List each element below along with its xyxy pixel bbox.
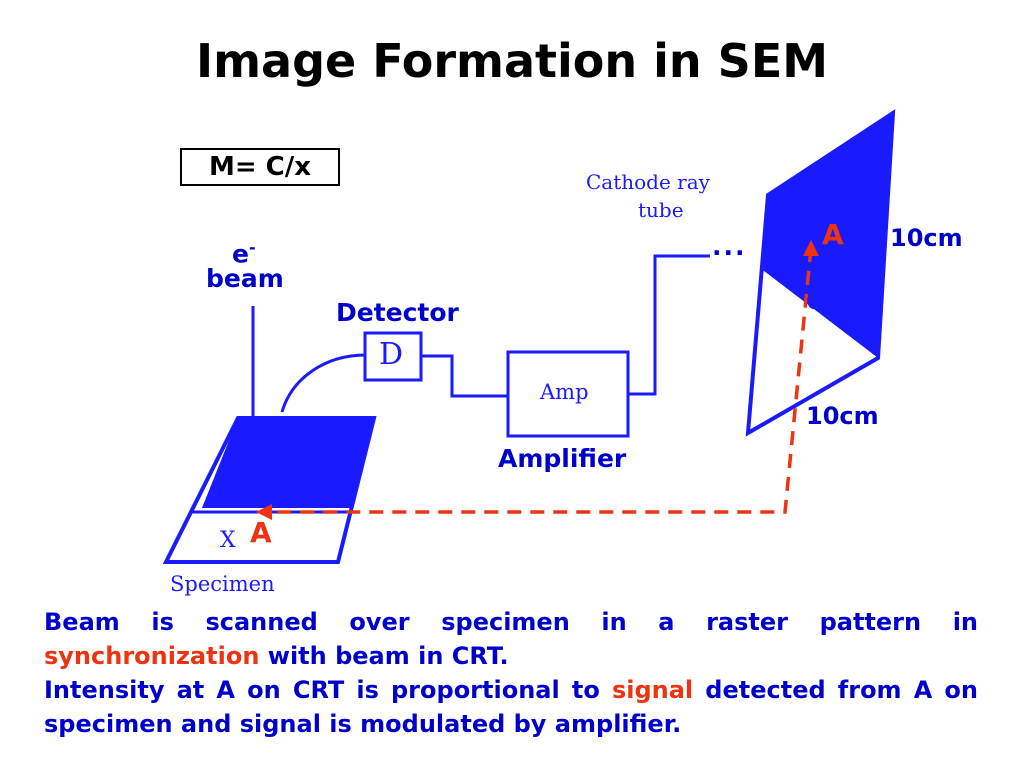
p2-highlight: signal — [611, 676, 694, 704]
beam-label: beam — [206, 264, 284, 293]
crt-point-arrow-icon — [803, 240, 819, 256]
detector-label: Detector — [336, 298, 459, 327]
specimen-plate — [162, 416, 377, 564]
electron-symbol: e — [232, 239, 249, 269]
magnification-formula: M= C/x — [208, 152, 312, 182]
p2-text-a: Intensity at A on CRT is proportional to — [44, 676, 600, 704]
crt-point-label: A — [822, 218, 844, 251]
explanation-paragraph-1: Beam is scanned over specimen in a raste… — [44, 605, 978, 673]
explanation-paragraph-2: Intensity at A on CRT is proportional to… — [44, 673, 978, 741]
crt-width-label: 10cm — [890, 224, 963, 252]
wire-continuation-dots: ... — [712, 232, 747, 261]
electron-charge: - — [248, 238, 256, 257]
p1-text-b: with beam in CRT. — [267, 642, 509, 670]
p2-text-b: detected from A on specimen and signal i… — [44, 676, 978, 738]
amplifier-label: Amplifier — [498, 444, 627, 473]
amp-crt-wire — [628, 254, 710, 396]
c-dimension-label: C — [806, 290, 823, 315]
p1-highlight: synchronization — [44, 642, 260, 670]
magnification-formula-box: M= C/x — [180, 148, 340, 186]
x-dimension-label: X — [220, 528, 236, 553]
electron-label: e- — [232, 238, 256, 268]
p1-text-a: Beam is scanned over specimen in a raste… — [44, 608, 978, 636]
correspondence-dashed-path — [262, 247, 813, 514]
detector-box — [363, 331, 423, 382]
amp-box-label: Amp — [540, 380, 589, 404]
specimen-point-label: A — [250, 516, 272, 549]
detector-amp-wire — [421, 354, 510, 398]
specimen-point-arrow-icon — [256, 504, 272, 520]
crt-label-line1: Cathode ray — [586, 170, 710, 194]
detector-cable — [280, 353, 367, 413]
page-title: Image Formation in SEM — [195, 34, 829, 88]
crt-label-line2: tube — [638, 198, 684, 222]
specimen-label: Specimen — [170, 572, 275, 596]
crt-screen — [745, 109, 896, 437]
detector-box-label: D — [379, 337, 404, 372]
crt-height-label: 10cm — [806, 402, 879, 430]
